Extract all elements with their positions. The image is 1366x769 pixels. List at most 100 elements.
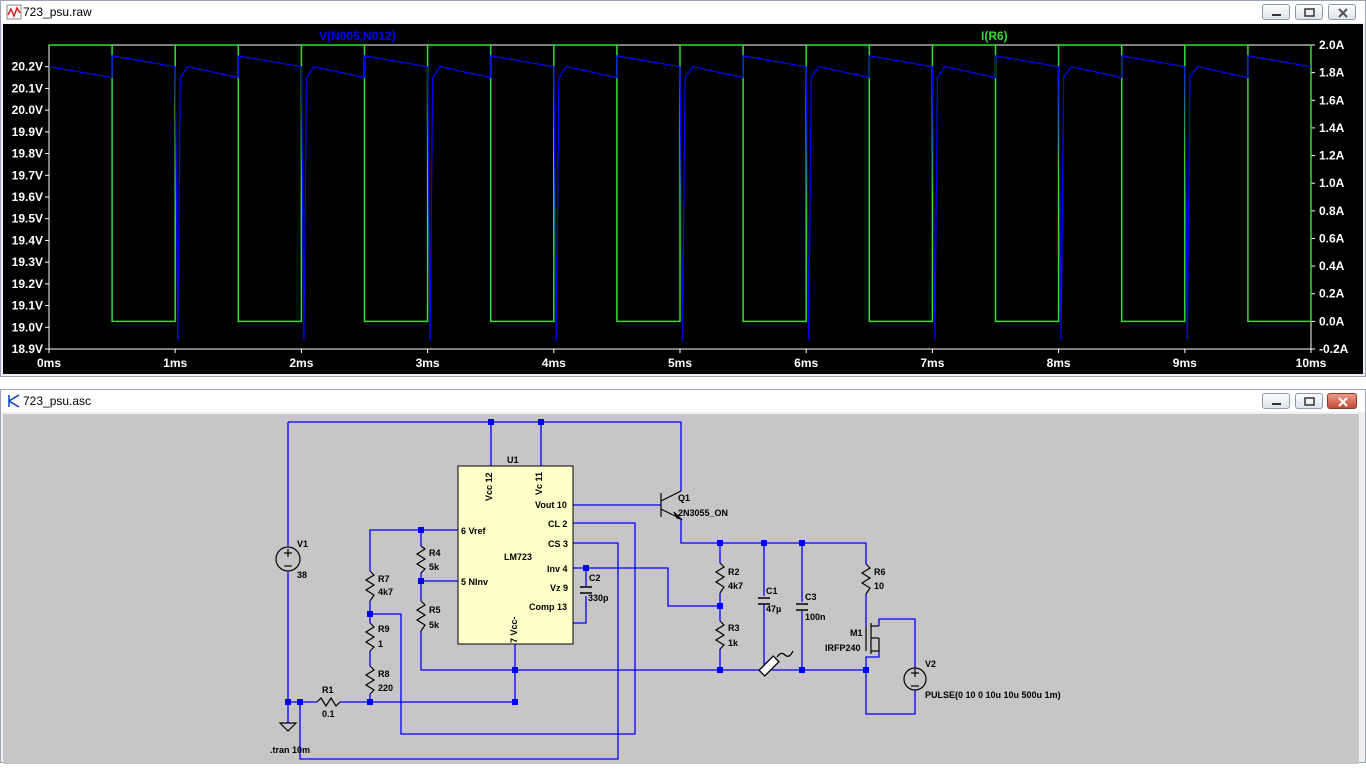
c1-capacitor[interactable]: [758, 597, 770, 605]
waveform-app-icon: [6, 4, 22, 20]
series-voltage-line[interactable]: [48, 55, 1312, 341]
m1-value: IRFP240: [825, 643, 861, 653]
series-label-current[interactable]: I(R6): [981, 29, 1008, 43]
v1-value: 38: [297, 570, 307, 580]
y-left-tick-label: 19.8V: [12, 147, 43, 161]
y-right-tick-label: 0.6A: [1319, 231, 1345, 245]
ic-pin-inv: Inv 4: [547, 564, 568, 574]
y-right-tick-label: 2.0A: [1319, 38, 1345, 52]
v2-ref: V2: [925, 659, 936, 669]
maximize-disabled-button[interactable]: [1328, 4, 1356, 20]
r8-resistor[interactable]: [364, 665, 376, 695]
schematic-drawing[interactable]: U1 LM723 Vcc 12 Vc 11 Vout 10 CL 2 CS 3 …: [3, 414, 1359, 764]
r4-resistor[interactable]: [415, 545, 427, 574]
y-left-tick-label: 19.1V: [12, 299, 43, 313]
close-icon: [1338, 8, 1348, 18]
r2-resistor[interactable]: [714, 562, 726, 594]
x-tick-label: 0ms: [37, 356, 61, 370]
ic-part: LM723: [504, 552, 532, 562]
close-icon: [1338, 397, 1348, 407]
series-label-voltage[interactable]: V(N005,N012): [319, 29, 396, 43]
plot-titlebar[interactable]: 723_psu.raw: [1, 1, 1365, 23]
y-right-tick-label: 1.8A: [1319, 66, 1345, 80]
restore-button[interactable]: [1295, 393, 1323, 409]
r6-ref: R6: [874, 567, 886, 577]
ic-ref: U1: [507, 455, 519, 465]
ic-pin-vout: Vout 10: [535, 500, 567, 510]
q1-transistor[interactable]: [660, 490, 683, 521]
lm723-ic[interactable]: [457, 465, 574, 645]
y-right-tick-label: 0.8A: [1319, 204, 1345, 218]
v1-source[interactable]: [275, 546, 301, 572]
close-button[interactable]: [1327, 393, 1357, 409]
x-tick-label: 7ms: [920, 356, 944, 370]
r5-ref: R5: [429, 605, 441, 615]
v2-source[interactable]: [903, 667, 927, 691]
v2-value: PULSE(0 10 0 10u 10u 500u 1m): [925, 690, 1061, 700]
c2-capacitor[interactable]: [580, 586, 592, 594]
x-tick-label: 5ms: [668, 356, 692, 370]
r9-value: 1: [378, 639, 383, 649]
y-left-tick-label: 20.0V: [12, 103, 43, 117]
r9-ref: R9: [378, 624, 390, 634]
r3-resistor[interactable]: [714, 620, 726, 650]
ic-pin-vcc-neg: 7 Vcc-: [509, 616, 519, 643]
minimize-button[interactable]: [1262, 4, 1290, 20]
r3-value: 1k: [728, 638, 739, 648]
r7-resistor[interactable]: [364, 570, 376, 602]
r4-ref: R4: [429, 548, 441, 558]
c3-ref: C3: [805, 592, 817, 602]
schematic-app-icon: [8, 394, 20, 408]
r5-resistor[interactable]: [415, 600, 427, 632]
series-current-line[interactable]: [49, 44, 1312, 323]
x-tick-label: 9ms: [1173, 356, 1197, 370]
x-tick-label: 3ms: [416, 356, 440, 370]
minimize-button[interactable]: [1262, 393, 1290, 409]
ground-icon: [278, 722, 298, 732]
schematic-window-title: 723_psu.asc: [23, 394, 92, 408]
y-right-tick-label: 0.2A: [1319, 287, 1345, 301]
y-left-tick-label: 19.6V: [12, 190, 43, 204]
ic-pin-cs: CS 3: [548, 539, 568, 549]
m1-mosfet[interactable]: [865, 623, 880, 654]
c3-capacitor[interactable]: [796, 603, 808, 611]
r1-resistor[interactable]: [316, 696, 341, 708]
tran-directive[interactable]: .tran 10m: [270, 745, 310, 755]
r2-value: 4k7: [728, 581, 743, 591]
schematic-titlebar[interactable]: 723_psu.asc: [1, 390, 1365, 412]
r5-value: 5k: [429, 620, 440, 630]
y-left-tick-label: 19.7V: [12, 168, 43, 182]
y-left-tick-label: 19.3V: [12, 255, 43, 269]
ic-pin-cl: CL 2: [548, 519, 567, 529]
restore-icon: [1304, 8, 1315, 17]
restore-icon: [1304, 397, 1315, 406]
minimize-icon: [1272, 403, 1281, 405]
schematic-canvas[interactable]: U1 LM723 Vcc 12 Vc 11 Vout 10 CL 2 CS 3 …: [3, 414, 1359, 764]
c3-value: 100n: [805, 612, 826, 622]
x-tick-label: 2ms: [289, 356, 313, 370]
ic-pin-comp: Comp 13: [529, 602, 567, 612]
y-right-tick-label: 0.0A: [1319, 314, 1345, 328]
ic-pin-vref: 6 Vref: [461, 526, 487, 536]
restore-button[interactable]: [1295, 4, 1323, 20]
c2-value: 330p: [588, 593, 609, 603]
y-left-tick-label: 19.9V: [12, 125, 43, 139]
ic-pin-ninv: 5 NInv: [461, 577, 488, 587]
y-right-tick-label: 1.2A: [1319, 149, 1345, 163]
y-right-tick-label: 1.4A: [1319, 121, 1345, 135]
ic-pin-vc: Vc 11: [534, 472, 544, 495]
r1-value: 0.1: [322, 709, 335, 719]
r9-resistor[interactable]: [364, 622, 376, 652]
y-left-tick-label: 19.2V: [12, 277, 43, 291]
y-left-tick-label: 20.1V: [12, 81, 43, 95]
x-tick-label: 1ms: [163, 356, 187, 370]
r8-value: 220: [378, 683, 393, 693]
r8-ref: R8: [378, 669, 390, 679]
m1-ref: M1: [850, 628, 863, 638]
r7-value: 4k7: [378, 587, 393, 597]
y-left-tick-label: 18.9V: [12, 342, 43, 356]
r6-resistor[interactable]: [860, 563, 872, 595]
